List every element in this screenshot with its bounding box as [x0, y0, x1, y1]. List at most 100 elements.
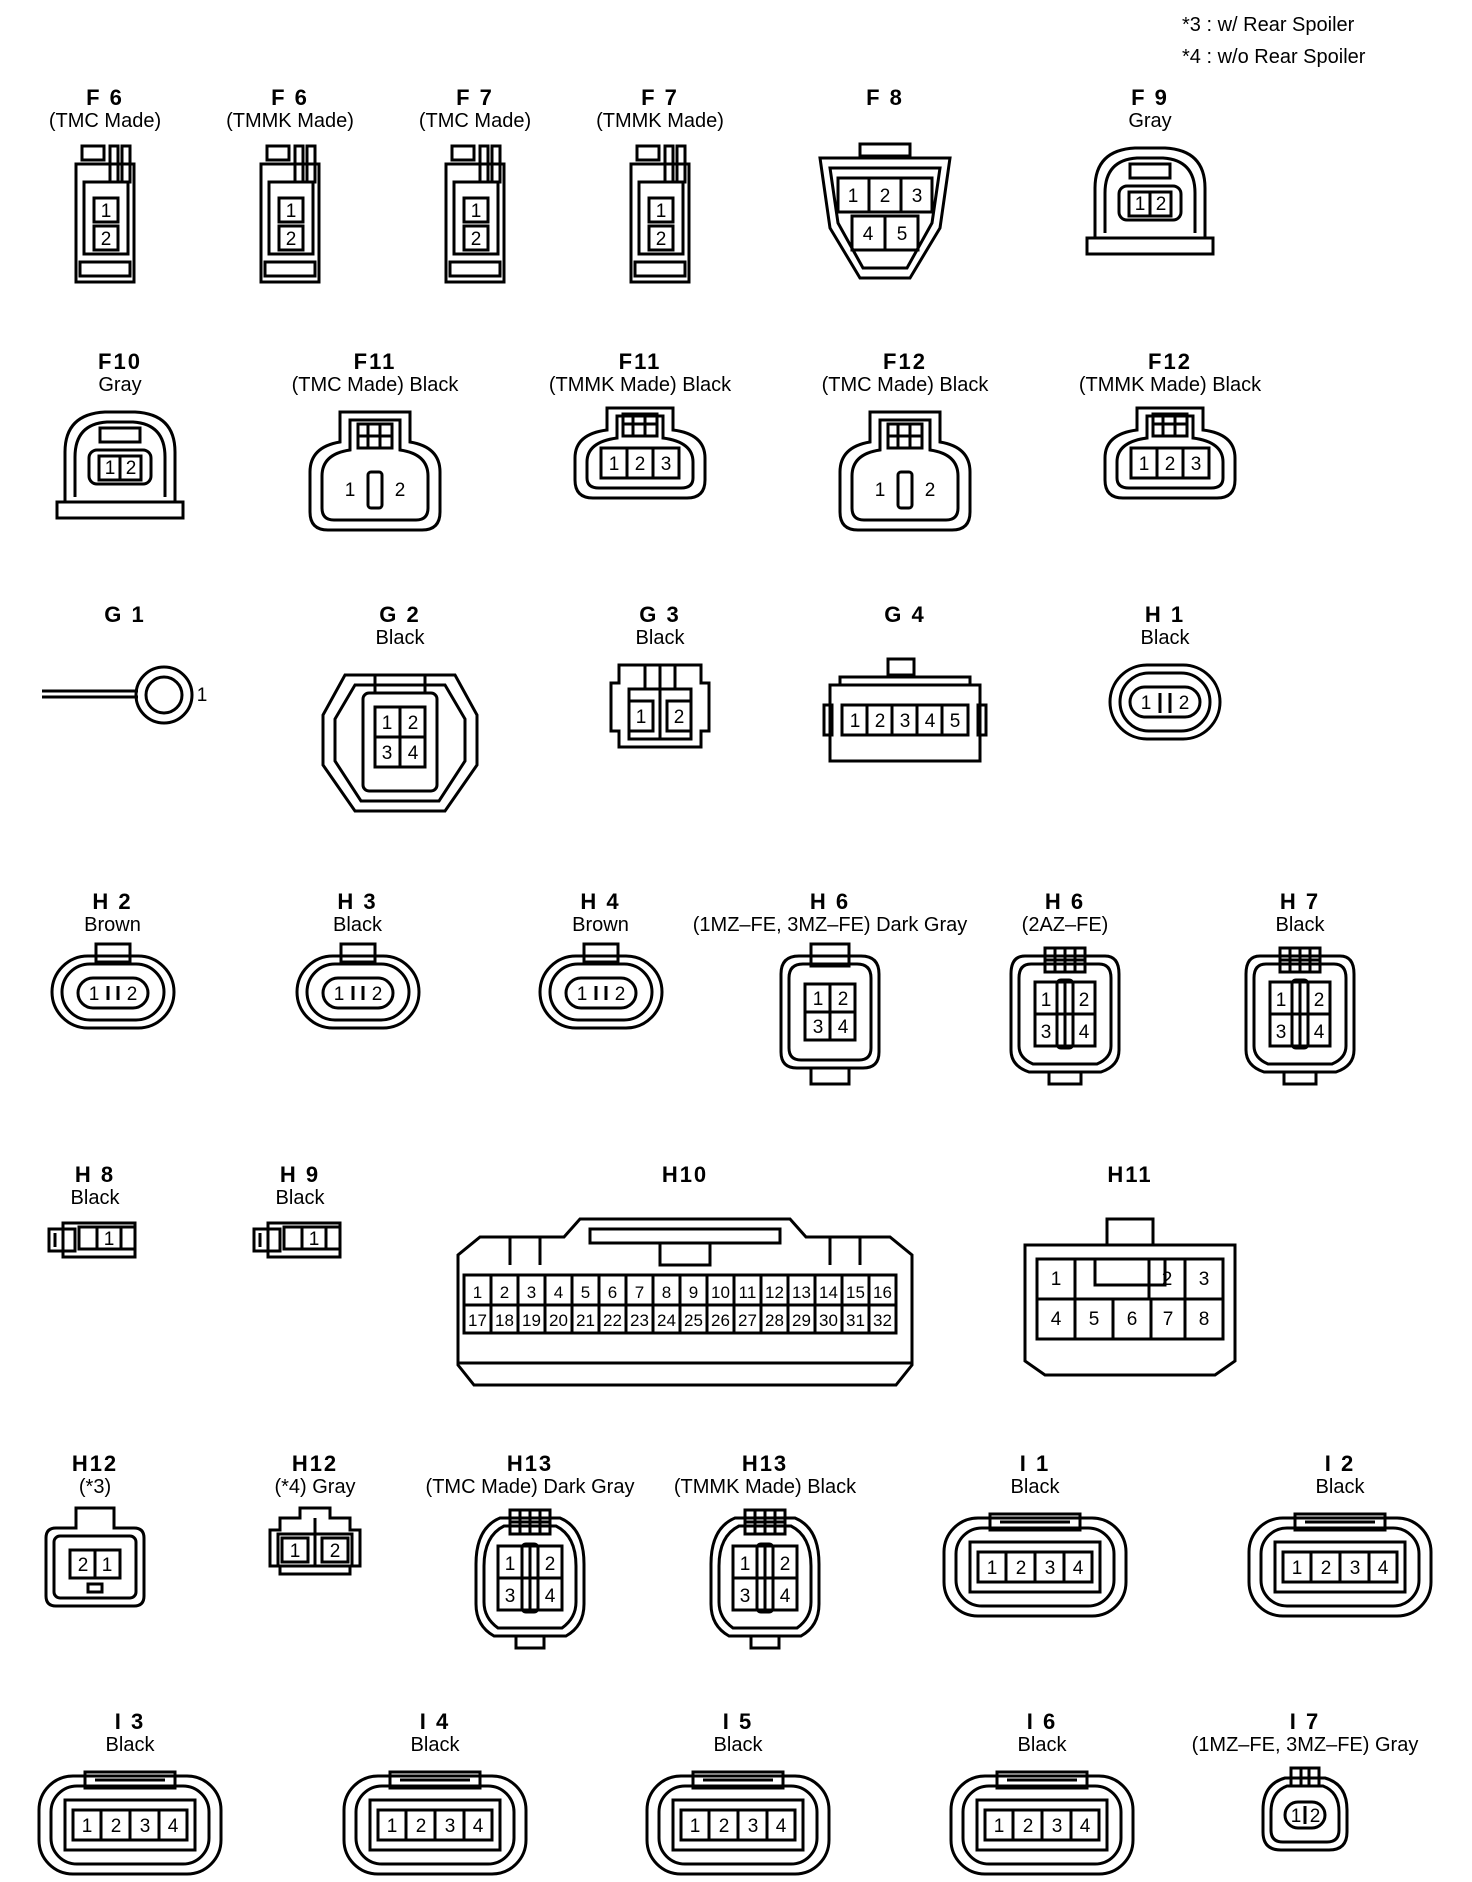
connector-i3-drawing: 1 2 3 4 [37, 1770, 223, 1876]
pin-label: 1 [740, 1554, 751, 1575]
connector-desc: Gray [1128, 110, 1172, 132]
pin-label: 8 [1199, 1309, 1210, 1330]
pin-label: 3 [748, 1816, 759, 1837]
pin-label: 2 [925, 480, 936, 501]
pin-label: 1 [656, 201, 667, 222]
connector-id: F10 [98, 349, 142, 374]
pin-label: 9 [689, 1283, 698, 1302]
connector-desc: Black [275, 1187, 325, 1209]
pin-label: 2 [126, 458, 137, 479]
connector-h11: H11 1 2 3 4 5 6 7 8 [1015, 1163, 1245, 1385]
pin-label: 22 [603, 1311, 622, 1330]
pin-label: 11 [739, 1283, 757, 1302]
connector-h9-drawing: 1 [252, 1221, 342, 1259]
pin-label: 1 [387, 1816, 398, 1837]
pin-label: 21 [576, 1311, 595, 1330]
pin-label: 3 [1041, 1022, 1052, 1043]
pin-label: 1 [1041, 990, 1052, 1011]
connector-f6-tmmk: F 6 (TMMK Made) 1 2 [210, 86, 370, 288]
pin-label: 1 [1139, 454, 1150, 475]
connector-f9: F 9 Gray 1 2 [1065, 86, 1235, 268]
connector-id: F12 [1148, 349, 1192, 374]
pin-label: 16 [873, 1283, 892, 1302]
connector-h7: H 7 Black 1 2 3 4 [1230, 890, 1370, 1092]
connector-f7-tmc: F 7 (TMC Made) 1 2 [395, 86, 555, 288]
pin-label: 6 [1127, 1309, 1138, 1330]
connector-f12-tmc: F12 (TMC Made) Black 1 2 [800, 350, 1010, 542]
pin-label: 5 [950, 711, 961, 732]
pin-label: 25 [684, 1311, 703, 1330]
pin-label: 4 [408, 743, 419, 764]
connector-f6-tmc-drawing: 1 2 [74, 144, 136, 284]
pin-label: 4 [545, 1586, 556, 1607]
connector-h3-drawing: 1 2 [295, 942, 420, 1030]
connector-h12-no-spoiler-drawing: 1 2 [268, 1506, 362, 1576]
connector-i7: I 7 (1MZ–FE, 3MZ–FE) Gray 1 2 [1180, 1710, 1430, 1862]
pin-label: 2 [1314, 990, 1325, 1011]
connector-h2: H 2 Brown 1 2 [30, 890, 195, 1032]
connector-f11-tmc: F11 (TMC Made) Black 1 2 [270, 350, 480, 542]
pin-label: 3 [1045, 1558, 1056, 1579]
connector-f10: F10 Gray 1 2 [35, 350, 205, 532]
connector-h13-tmmk-drawing: 1 2 3 4 [709, 1508, 821, 1650]
pin-label: 1 [848, 186, 859, 207]
pin-label: 1 [382, 713, 393, 734]
connector-desc [450, 1187, 920, 1209]
connector-h6-1mz: H 6 (1MZ–FE, 3MZ–FE) Dark Gray 1 2 3 4 [680, 890, 980, 1092]
pin-label: 4 [776, 1816, 787, 1837]
connector-h4-drawing: 1 2 [538, 942, 663, 1030]
connector-id: G 1 [104, 602, 146, 627]
pin-label: 18 [495, 1311, 514, 1330]
connector-i2-drawing: 1 2 3 4 [1247, 1512, 1433, 1618]
connector-desc: (TMC Made) Dark Gray [425, 1476, 635, 1498]
pin-label: 3 [1276, 1022, 1287, 1043]
connector-f11-tmmk-drawing: 1 2 3 [573, 406, 707, 500]
connector-id: I 4 [419, 1709, 451, 1734]
connector-f7-tmc-drawing: 1 2 [444, 144, 506, 284]
connector-id: F11 [618, 349, 662, 374]
connector-desc: (2AZ–FE) [1021, 914, 1109, 936]
pin-label: 3 [740, 1586, 751, 1607]
pin-label: 1 [102, 1555, 113, 1576]
connector-desc [820, 627, 990, 649]
pin-label: 1 [104, 1229, 115, 1250]
pin-label: 2 [1321, 1558, 1332, 1579]
connector-f11-tmc-drawing: 1 2 [308, 410, 442, 532]
connector-id: I 3 [114, 1709, 146, 1734]
pin-label: 4 [473, 1816, 484, 1837]
connector-i1: I 1 Black 1 2 3 4 [935, 1452, 1135, 1624]
pin-label: 4 [1314, 1022, 1325, 1043]
pin-label: 1 [1135, 194, 1146, 215]
connector-f11-tmmk: F11 (TMMK Made) Black 1 2 3 [530, 350, 750, 512]
connector-f7-tmmk-drawing: 1 2 [629, 144, 691, 284]
connector-desc: (TMMK Made) Black [1078, 374, 1262, 396]
pin-label: 2 [1310, 1806, 1321, 1827]
connector-h13-tmmk: H13 (TMMK Made) Black 1 2 3 4 [655, 1452, 875, 1654]
connector-id: H 4 [580, 889, 621, 914]
pin-label: 2 [674, 707, 685, 728]
pin-label: 1 [609, 454, 620, 475]
connector-f6-tmmk-drawing: 1 2 [259, 144, 321, 284]
connector-desc: (TMMK Made) Black [548, 374, 732, 396]
connector-i2: I 2 Black 1 2 3 4 [1240, 1452, 1440, 1624]
pin-label: 29 [792, 1311, 811, 1330]
connector-desc: (TMC Made) Black [821, 374, 989, 396]
connector-h2-drawing: 1 2 [50, 942, 175, 1030]
pin-label: 2 [408, 713, 419, 734]
connector-id: H 9 [279, 1162, 321, 1187]
connector-f8: F 8 1 2 3 4 5 [800, 86, 970, 288]
connector-id: H12 [71, 1451, 119, 1476]
pin-label: 1 [994, 1816, 1005, 1837]
pin-label: 2 [780, 1554, 791, 1575]
pin-label: 2 [1179, 693, 1190, 714]
pin-label: 3 [661, 454, 672, 475]
connector-id: H 8 [74, 1162, 116, 1187]
connector-f12-tmmk: F12 (TMMK Made) Black 1 2 3 [1060, 350, 1280, 512]
pin-label: 10 [711, 1283, 730, 1302]
connector-f8-drawing: 1 2 3 4 5 [818, 142, 952, 280]
pin-label: 2 [880, 186, 891, 207]
pin-label: 3 [382, 743, 393, 764]
connector-h6-2az: H 6 (2AZ–FE) 1 2 3 4 [995, 890, 1135, 1092]
connector-h1-drawing: 1 2 [1108, 663, 1222, 741]
pin-label: 27 [738, 1311, 757, 1330]
